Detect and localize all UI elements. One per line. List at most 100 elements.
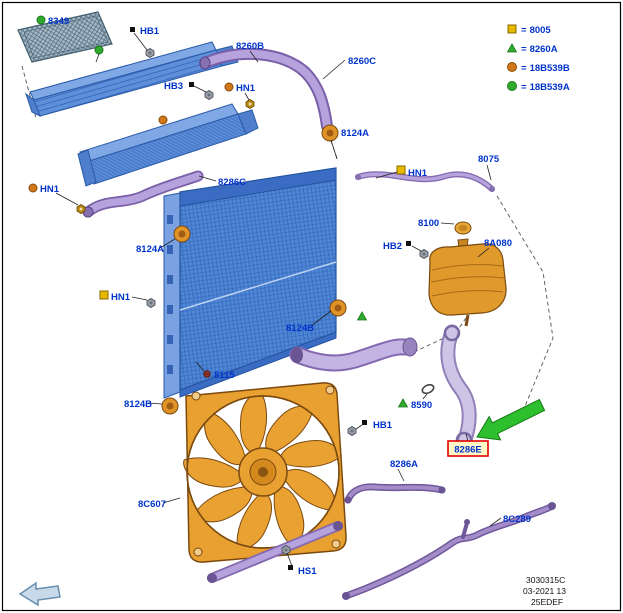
expansion-tank <box>428 221 507 327</box>
part-label-8260b[interactable]: 8260B <box>236 41 264 52</box>
hardware-icons <box>76 48 435 555</box>
part-label-8349[interactable]: 8349 <box>48 16 69 27</box>
back-arrow-icon[interactable] <box>18 581 61 607</box>
legend-code: 18B539A <box>530 82 570 93</box>
black-square-marker <box>130 27 135 32</box>
orange-circle-icon <box>507 62 517 72</box>
orange-dot-marker <box>28 183 38 193</box>
part-label-8124a-top[interactable]: 8124A <box>341 128 369 139</box>
svg-text:=18B539A: =18B539A <box>521 82 570 93</box>
part-label-8286a[interactable]: 8286A <box>390 459 418 470</box>
grommet-8124a-left <box>173 225 191 243</box>
green-dot-marker <box>94 45 104 55</box>
green-dot-marker <box>36 15 46 25</box>
nut-icon <box>76 204 86 214</box>
part-label-hn1-top[interactable]: HN1 <box>236 83 256 94</box>
legend-item-8005: =8005 <box>507 24 551 36</box>
legend-code: 8005 <box>530 25 552 36</box>
grommet-8124b-low <box>161 397 179 415</box>
green-triangle-marker <box>356 311 368 321</box>
legend-equals: = <box>521 63 527 74</box>
part-label-8286e-highlighted[interactable]: 8286E <box>454 445 481 456</box>
black-square-marker <box>288 565 293 570</box>
legend-code: 18B539B <box>530 63 570 74</box>
highlight-box-8286e <box>447 440 489 457</box>
part-label-8115[interactable]: 8115 <box>214 370 235 381</box>
svg-text:=8005: =8005 <box>521 25 551 36</box>
bottom-coolant-pipe <box>207 521 343 583</box>
clamp-screw-icon <box>281 545 291 555</box>
part-label-8c607[interactable]: 8C607 <box>138 499 166 510</box>
black-square-marker <box>189 82 194 87</box>
grommet-8124b-mid <box>329 299 347 317</box>
green-triangle-icon <box>506 43 518 53</box>
part-label-8260c[interactable]: 8260C <box>348 56 376 67</box>
legend-equals: = <box>521 25 527 36</box>
part-label-8590[interactable]: 8590 <box>411 400 432 411</box>
svg-text:=8260A: =8260A <box>521 44 558 55</box>
legend-item-8260a: =8260A <box>506 43 558 55</box>
orange-dot-marker <box>158 115 168 125</box>
green-circle-icon <box>507 81 517 91</box>
part-label-hb2[interactable]: HB2 <box>383 241 402 252</box>
part-label-hb1-top[interactable]: HB1 <box>140 26 160 37</box>
hose-8075 <box>355 171 495 192</box>
yellow-square-icon <box>507 24 517 34</box>
part-label-hb3[interactable]: HB3 <box>164 81 183 92</box>
grommet-8124a-top <box>321 124 339 142</box>
pipe-8286a <box>344 483 446 504</box>
legend-equals: = <box>521 82 527 93</box>
lower-radiator-hose <box>289 337 418 372</box>
drawing-sheet: 25EDEF <box>531 597 563 607</box>
hose-8c289 <box>342 502 556 600</box>
part-label-8286c[interactable]: 8286C <box>218 177 246 188</box>
bolt-icon <box>347 426 357 436</box>
hose-8260b <box>199 48 333 132</box>
mount-grommets <box>161 124 347 415</box>
part-label-8124b-mid[interactable]: 8124B <box>286 323 314 334</box>
part-label-8a080[interactable]: 8A080 <box>484 238 512 249</box>
part-label-8100[interactable]: 8100 <box>418 218 439 229</box>
yellow-square-marker <box>99 290 109 300</box>
part-label-8c289[interactable]: 8C289 <box>503 514 531 525</box>
symbol-markers <box>28 15 411 570</box>
legend-code: 8260A <box>530 44 558 55</box>
drawing-number: 3030315C <box>526 575 565 585</box>
part-label-hn1-right[interactable]: HN1 <box>408 168 428 179</box>
green-triangle-marker <box>397 398 409 408</box>
intercooler <box>77 103 259 187</box>
cooling-fan <box>183 391 342 550</box>
radiator <box>163 167 337 399</box>
drawing-date: 03-2021 13 <box>523 586 566 596</box>
hose-8286e <box>440 324 477 450</box>
part-label-hn1-left[interactable]: HN1 <box>40 184 60 195</box>
part-label-8124b-low[interactable]: 8124B <box>124 399 152 410</box>
part-label-hb1-mid[interactable]: HB1 <box>373 420 393 431</box>
grille-shield-8349 <box>17 11 113 63</box>
legend-item-18b539a: =18B539A <box>507 81 570 93</box>
bolt-icon <box>419 249 429 259</box>
orange-dot-marker <box>224 82 234 92</box>
part-label-hs1[interactable]: HS1 <box>298 566 317 577</box>
nut-icon <box>245 99 255 109</box>
legend: =8005 =8260A =18B539B =18B539A <box>506 24 570 93</box>
yellow-square-marker <box>396 165 406 175</box>
bolt-icon <box>146 298 156 308</box>
part-label-8075[interactable]: 8075 <box>478 154 500 165</box>
bolt-icon <box>145 48 155 58</box>
svg-text:=18B539B: =18B539B <box>521 63 570 74</box>
hose-8286c <box>82 170 204 218</box>
part-label-hn1-lower[interactable]: HN1 <box>111 292 131 303</box>
legend-equals: = <box>521 44 527 55</box>
legend-item-18b539b: =18B539B <box>507 62 570 74</box>
fan-shroud-8c607 <box>185 382 347 563</box>
leader-lines <box>55 32 502 567</box>
part-labels: 8349 HB1 8260B 8260C HB3 HN1 8124A 8286C… <box>40 16 531 577</box>
part-label-8124a-left[interactable]: 8124A <box>136 244 164 255</box>
black-square-marker <box>406 241 411 246</box>
o-ring-8590 <box>421 383 435 395</box>
screw-8115-icon <box>203 370 211 378</box>
drawing-info: 3030315C 03-2021 13 25EDEF <box>523 575 566 607</box>
